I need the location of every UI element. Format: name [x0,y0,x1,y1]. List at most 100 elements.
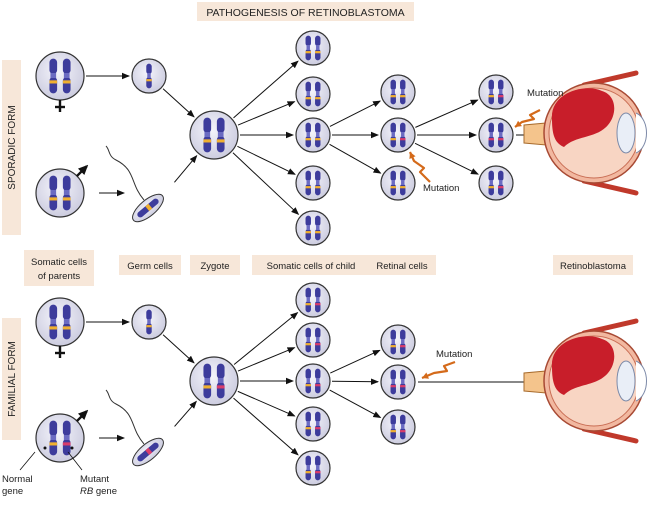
chromosome [62,420,71,456]
cell-familial-child-5 [295,450,331,486]
familial-side-label: FAMILIAL FORM [2,318,21,440]
mutant-gene-marker [70,446,74,450]
arrows-layer [86,60,549,456]
mutation-label-sporadic-2: Mutation [423,183,459,194]
sperm-layer [105,145,164,467]
chromosome [216,363,225,399]
stage-label-somatic-parents-1: Somatic cells [31,257,87,268]
chromosome [146,63,152,89]
chromosome [49,175,58,211]
stage-label-somatic-child: Somatic cells of child [267,261,356,272]
chromosome [62,175,71,211]
normal-gene-label-2: gene [2,486,23,497]
chromosome [62,58,71,94]
chromosome [146,309,152,335]
cell-sporadic-retinal-3 [380,165,416,201]
gene-annotations: Normal gene Mutant RB gene [2,451,117,497]
cell-sporadic-zygote [189,110,239,160]
arrow-sporadic-retinal-retinal-1 [415,99,479,128]
chromosome [400,329,406,355]
arrow-sporadic-zygote-child-2 [237,101,296,126]
cell-familial-child-4 [295,406,331,442]
title-box: PATHOGENESIS OF RETINOBLASTOMA [197,2,414,21]
cell-familial-retinal-2 [380,364,416,400]
chromosome [305,170,311,196]
chromosome [305,215,311,241]
male-symbol [75,164,89,178]
gene-word: gene [93,486,117,497]
sperm-sporadic [105,145,164,223]
mutation-label-sporadic-1: Mutation [527,88,563,99]
stage-label-zygote: Zygote [200,261,229,272]
chromosome [62,304,71,340]
arrow-sporadic-egg-zygote [162,88,195,118]
chromosome [49,420,58,456]
rb-gene-symbol: RB [80,486,94,497]
chromosome [315,35,321,61]
arrow-familial-child-retinal-1 [330,349,381,374]
chromosome [315,81,321,107]
sperm-familial [105,389,164,467]
mutant-gene-label-2: RB gene [80,486,117,497]
chromosome [498,170,504,196]
chromosome [390,122,396,148]
familial-form-label: FAMILIAL FORM [7,341,18,417]
normal-gene-marker [43,446,47,450]
cell-sporadic-child-5 [295,210,331,246]
cell-sporadic-retinal-5 [478,117,514,153]
cell-sporadic-child-3 [295,117,331,153]
cell-familial-parent-female [35,297,85,358]
chromosome [488,122,494,148]
arrow-familial-zygote-child-1 [233,312,299,365]
arrow-sporadic-zygote-child-1 [233,60,299,119]
cell-familial-zygote [189,356,239,406]
chromosome [400,170,406,196]
cell-familial-child-3 [295,363,331,399]
arrow-sporadic-zygote-child-5 [232,152,300,215]
arrow-sporadic-zygote-child-4 [237,145,296,175]
chromosome [390,414,396,440]
cell-sporadic-retinal-1 [380,74,416,110]
cell-familial-retinal-3 [380,409,416,445]
chromosome [315,368,321,394]
mutation-bolt-sporadic-2 [408,151,431,183]
arrow-sporadic-sperm-zygote [174,154,198,183]
arrow-familial-child-retinal-3 [329,389,382,418]
chromosome [315,215,321,241]
chromosome [315,455,321,481]
arrow-sporadic-retinal-retinal-3 [414,142,479,175]
arrow-familial-child-retinal-2 [331,378,380,385]
chromosome [315,287,321,313]
chromosome [400,79,406,105]
cell-sporadic-child-1 [295,30,331,66]
chromosome [400,122,406,148]
cell-familial-retinal-1 [380,324,416,360]
arrow-familial-sperm-zygote [174,400,197,427]
female-symbol [55,100,65,112]
cell-sporadic-parent-female [35,51,85,112]
cell-sporadic-germ-egg [131,58,167,94]
cell-familial-child-1 [295,282,331,318]
arrow-sporadic-child-retinal-3 [329,143,382,174]
chromosome [498,122,504,148]
mutation-bolt-familial [421,360,456,380]
arrow-familial-zygote-child-5 [233,397,299,456]
cell-sporadic-retinal-4 [478,74,514,110]
arrow-familial-zygote-child-2 [237,347,296,372]
chromosome [400,369,406,395]
eye-familial [523,318,647,444]
normal-gene-label-1: Normal [2,474,33,485]
chromosome [390,369,396,395]
diagram-title: PATHOGENESIS OF RETINOBLASTOMA [206,7,404,19]
sporadic-form-label: SPORADIC FORM [7,105,18,189]
chromosome [49,304,58,340]
chromosome [203,117,212,153]
cell-sporadic-child-4 [295,165,331,201]
chromosome [315,327,321,353]
eye-sporadic [523,70,647,196]
sporadic-side-label: SPORADIC FORM [2,60,21,235]
chromosome [488,79,494,105]
chromosome [390,170,396,196]
